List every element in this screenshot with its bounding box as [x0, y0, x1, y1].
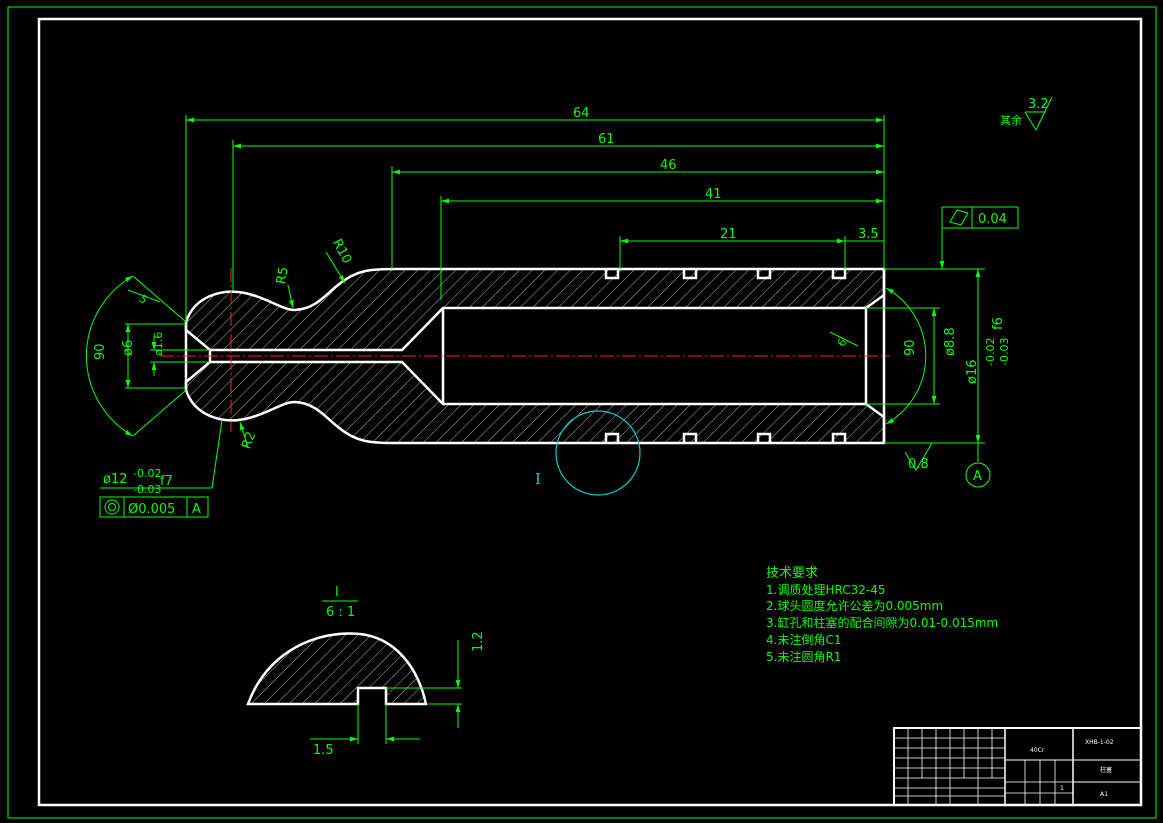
dim-dia-12-tol-upper: -0.02	[133, 467, 161, 480]
dim-dia-16-fit: f6	[991, 317, 1006, 330]
plunger-lower-section	[184, 360, 886, 445]
dim-angle-90-right: 90	[903, 339, 918, 356]
technical-requirements: 技术要求 1.调质处理HRC32-45 2.球头圆度允许公差为0.005mm 3…	[766, 566, 998, 664]
title-block-material: 40Cr	[1030, 747, 1045, 754]
detail-dim-1-5: 1.5	[313, 743, 334, 758]
detail-view-label: I	[335, 585, 339, 600]
coaxiality-datum: A	[192, 502, 201, 517]
inner-frame	[37, 17, 1143, 807]
horizontal-dimensions: 64 61 46 41 21 3.5	[185, 106, 885, 322]
oil-grooves-top	[604, 269, 847, 280]
radius-callouts: R10 R5 R2	[239, 237, 354, 451]
dim-angle-90-left: 90	[93, 343, 108, 360]
datum-a-label: A	[973, 469, 982, 484]
plunger-main-view	[160, 267, 890, 445]
dim-3-5: 3.5	[858, 227, 879, 242]
plunger-upper-section	[184, 267, 886, 352]
dim-dia-16-tol: -0.02	[984, 338, 997, 366]
dim-dia-16: ø16	[965, 360, 980, 385]
dim-dia-8-8: ø8.8	[943, 327, 958, 356]
dim-dia-16-tol-lower: -0.03	[998, 338, 1011, 366]
cylindricity-frame: 0.04	[939, 206, 1019, 269]
tech-req-item-4: 4.未注倒角C1	[766, 632, 841, 647]
dim-64: 64	[573, 106, 590, 121]
dim-41: 41	[705, 187, 722, 202]
detail-circle	[555, 410, 641, 496]
tech-req-item-3: 3.缸孔和柱塞的配合间隙为0.01-0.015mm	[766, 615, 998, 630]
outer-frame	[7, 6, 1157, 819]
title-block-company-code: 1	[1060, 785, 1064, 792]
roughness-other-label: 其余	[1000, 113, 1022, 127]
detail-view-i: I 6 : 1 1.2 1.5	[246, 585, 486, 758]
title-block-drawing-no: XHB-1-02	[1085, 739, 1114, 746]
title-block-sheet: A1	[1100, 791, 1108, 798]
dim-dia-12-fit: f7	[160, 474, 173, 489]
detail-dim-1-2: 1.2	[471, 631, 486, 652]
general-roughness: 其余 3.2	[1000, 96, 1053, 132]
dim-46: 46	[660, 158, 677, 173]
coaxiality-frame: Ø0.005 A	[99, 496, 209, 518]
roughness-0-8: 0.8	[884, 442, 935, 472]
dim-5: 5	[136, 292, 150, 306]
dim-21: 21	[720, 227, 737, 242]
title-block-part-name: 柱塞	[1100, 766, 1112, 774]
oil-grooves-bottom	[604, 432, 847, 443]
ball-diameter-callout: ø12 -0.02 -0.03 f7 Ø0.005 A	[99, 419, 223, 518]
detail-marker-label: I	[535, 470, 541, 488]
radius-r2: R2	[239, 430, 259, 451]
detail-view-scale: 6 : 1	[326, 605, 355, 620]
ball-dimensions: 90 5 ø6 ø1.6	[86, 275, 210, 437]
tech-req-item-2: 2.球头圆度允许公差为0.005mm	[766, 598, 943, 613]
cylindricity-value: 0.04	[978, 212, 1007, 227]
radius-r10: R10	[329, 237, 354, 267]
tech-req-item-1: 1.调质处理HRC32-45	[766, 583, 885, 597]
roughness-3-2-value: 3.2	[1028, 97, 1049, 112]
title-block: XHB-1-02 40Cr 柱塞 1 A1	[893, 727, 1142, 806]
tech-req-item-5: 5.未注圆角R1	[766, 649, 841, 664]
dim-61: 61	[598, 132, 615, 147]
dim-dia-12-tol-lower: -0.03	[133, 483, 161, 496]
coaxiality-value: Ø0.005	[128, 502, 175, 517]
dim-dia-12: ø12	[103, 472, 128, 487]
dim-dia-1-6: ø1.6	[152, 332, 165, 356]
detail-groove-section	[246, 632, 428, 706]
tech-req-title: 技术要求	[766, 566, 818, 581]
radius-r5: R5	[274, 266, 292, 286]
dim-dia-6: ø6	[121, 340, 136, 356]
bore-dimensions: 90 ø8.8 6 ø16 -0.02 -0.03 f6 A	[829, 268, 1011, 488]
roughness-0-8-value: 0.8	[908, 457, 929, 472]
